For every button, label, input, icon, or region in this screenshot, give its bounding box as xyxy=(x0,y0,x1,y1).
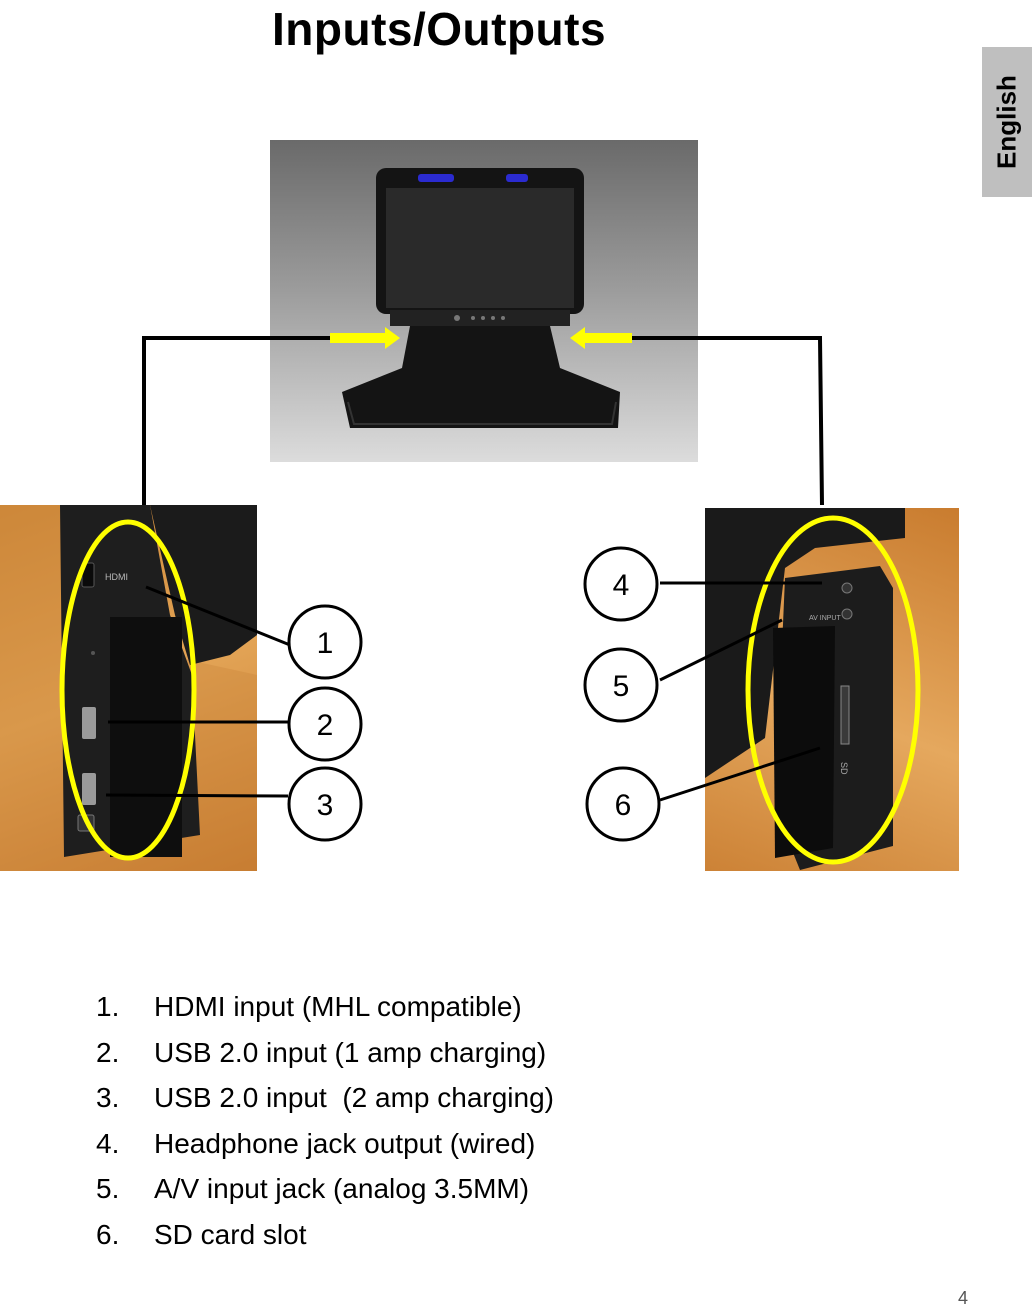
callout-circle-2: 2 xyxy=(287,686,363,762)
callout-circle-6: 6 xyxy=(585,766,661,842)
right-slot-recess xyxy=(773,626,835,858)
left-port-highlight xyxy=(59,519,197,861)
usb-port-2 xyxy=(82,773,96,805)
callout-circle-4: 4 xyxy=(583,546,659,622)
svg-text:6: 6 xyxy=(615,789,632,822)
left-connector-line xyxy=(142,336,330,505)
page-title: Inputs/Outputs xyxy=(272,3,607,55)
page-number: 4 xyxy=(958,1288,969,1308)
svg-text:4: 4 xyxy=(613,569,630,602)
device-led-right xyxy=(506,174,528,182)
svg-text:2: 2 xyxy=(317,709,334,742)
svg-text:5: 5 xyxy=(613,670,630,703)
device-back-cover xyxy=(60,505,257,665)
av-input-jack xyxy=(841,608,853,620)
right-port-highlight xyxy=(745,515,921,865)
device-stand xyxy=(342,326,620,428)
callout-line-1 xyxy=(145,585,291,647)
av-input-label: AV INPUT xyxy=(809,615,841,622)
device-front-illustration xyxy=(342,168,620,428)
callout-line-6 xyxy=(659,746,821,802)
left-side-ports-photo: HDMI xyxy=(0,505,257,871)
callout-line-3 xyxy=(105,793,289,798)
list-item: 5.A/V input jack (analog 3.5MM) xyxy=(96,1173,530,1204)
right-yellow-arrow xyxy=(570,327,632,349)
callout-circle-5: 5 xyxy=(583,647,659,723)
svg-text:3: 3 xyxy=(317,789,334,822)
left-side-illustration: HDMI xyxy=(0,505,257,871)
headphone-jack xyxy=(841,582,853,594)
left-yellow-arrow xyxy=(330,327,400,349)
hdmi-label: HDMI xyxy=(105,572,128,582)
list-item: 6.SD card slot xyxy=(96,1218,307,1250)
svg-text:1: 1 xyxy=(317,627,334,660)
device-front-photo xyxy=(270,140,698,462)
sd-label: SD xyxy=(839,762,849,775)
device-back-cover-right xyxy=(705,508,905,778)
right-side-ports-photo: AV INPUT SD xyxy=(705,508,959,871)
device-hinge xyxy=(390,310,570,326)
language-tab: English xyxy=(982,47,1032,197)
callout-circle-1: 1 xyxy=(287,604,363,680)
sd-card-slot xyxy=(840,685,850,745)
right-connector-line xyxy=(632,336,824,506)
port-description-list: 1.HDMI input (MHL compatible) 2.USB 2.0 … xyxy=(96,984,554,1257)
list-item: 4.Headphone jack output (wired) xyxy=(96,1127,536,1159)
list-item: 2.USB 2.0 input (1 amp charging) xyxy=(96,1036,547,1068)
right-side-illustration: AV INPUT SD xyxy=(705,508,905,870)
usb-port-1 xyxy=(82,707,96,739)
callout-line-5 xyxy=(659,618,783,682)
device-led-left xyxy=(418,174,454,182)
callout-circle-3: 3 xyxy=(287,766,363,842)
list-item: 3.USB 2.0 input (2 amp charging) xyxy=(96,1082,554,1113)
list-item: 1.HDMI input (MHL compatible) xyxy=(96,991,522,1022)
device-screen xyxy=(386,188,574,308)
